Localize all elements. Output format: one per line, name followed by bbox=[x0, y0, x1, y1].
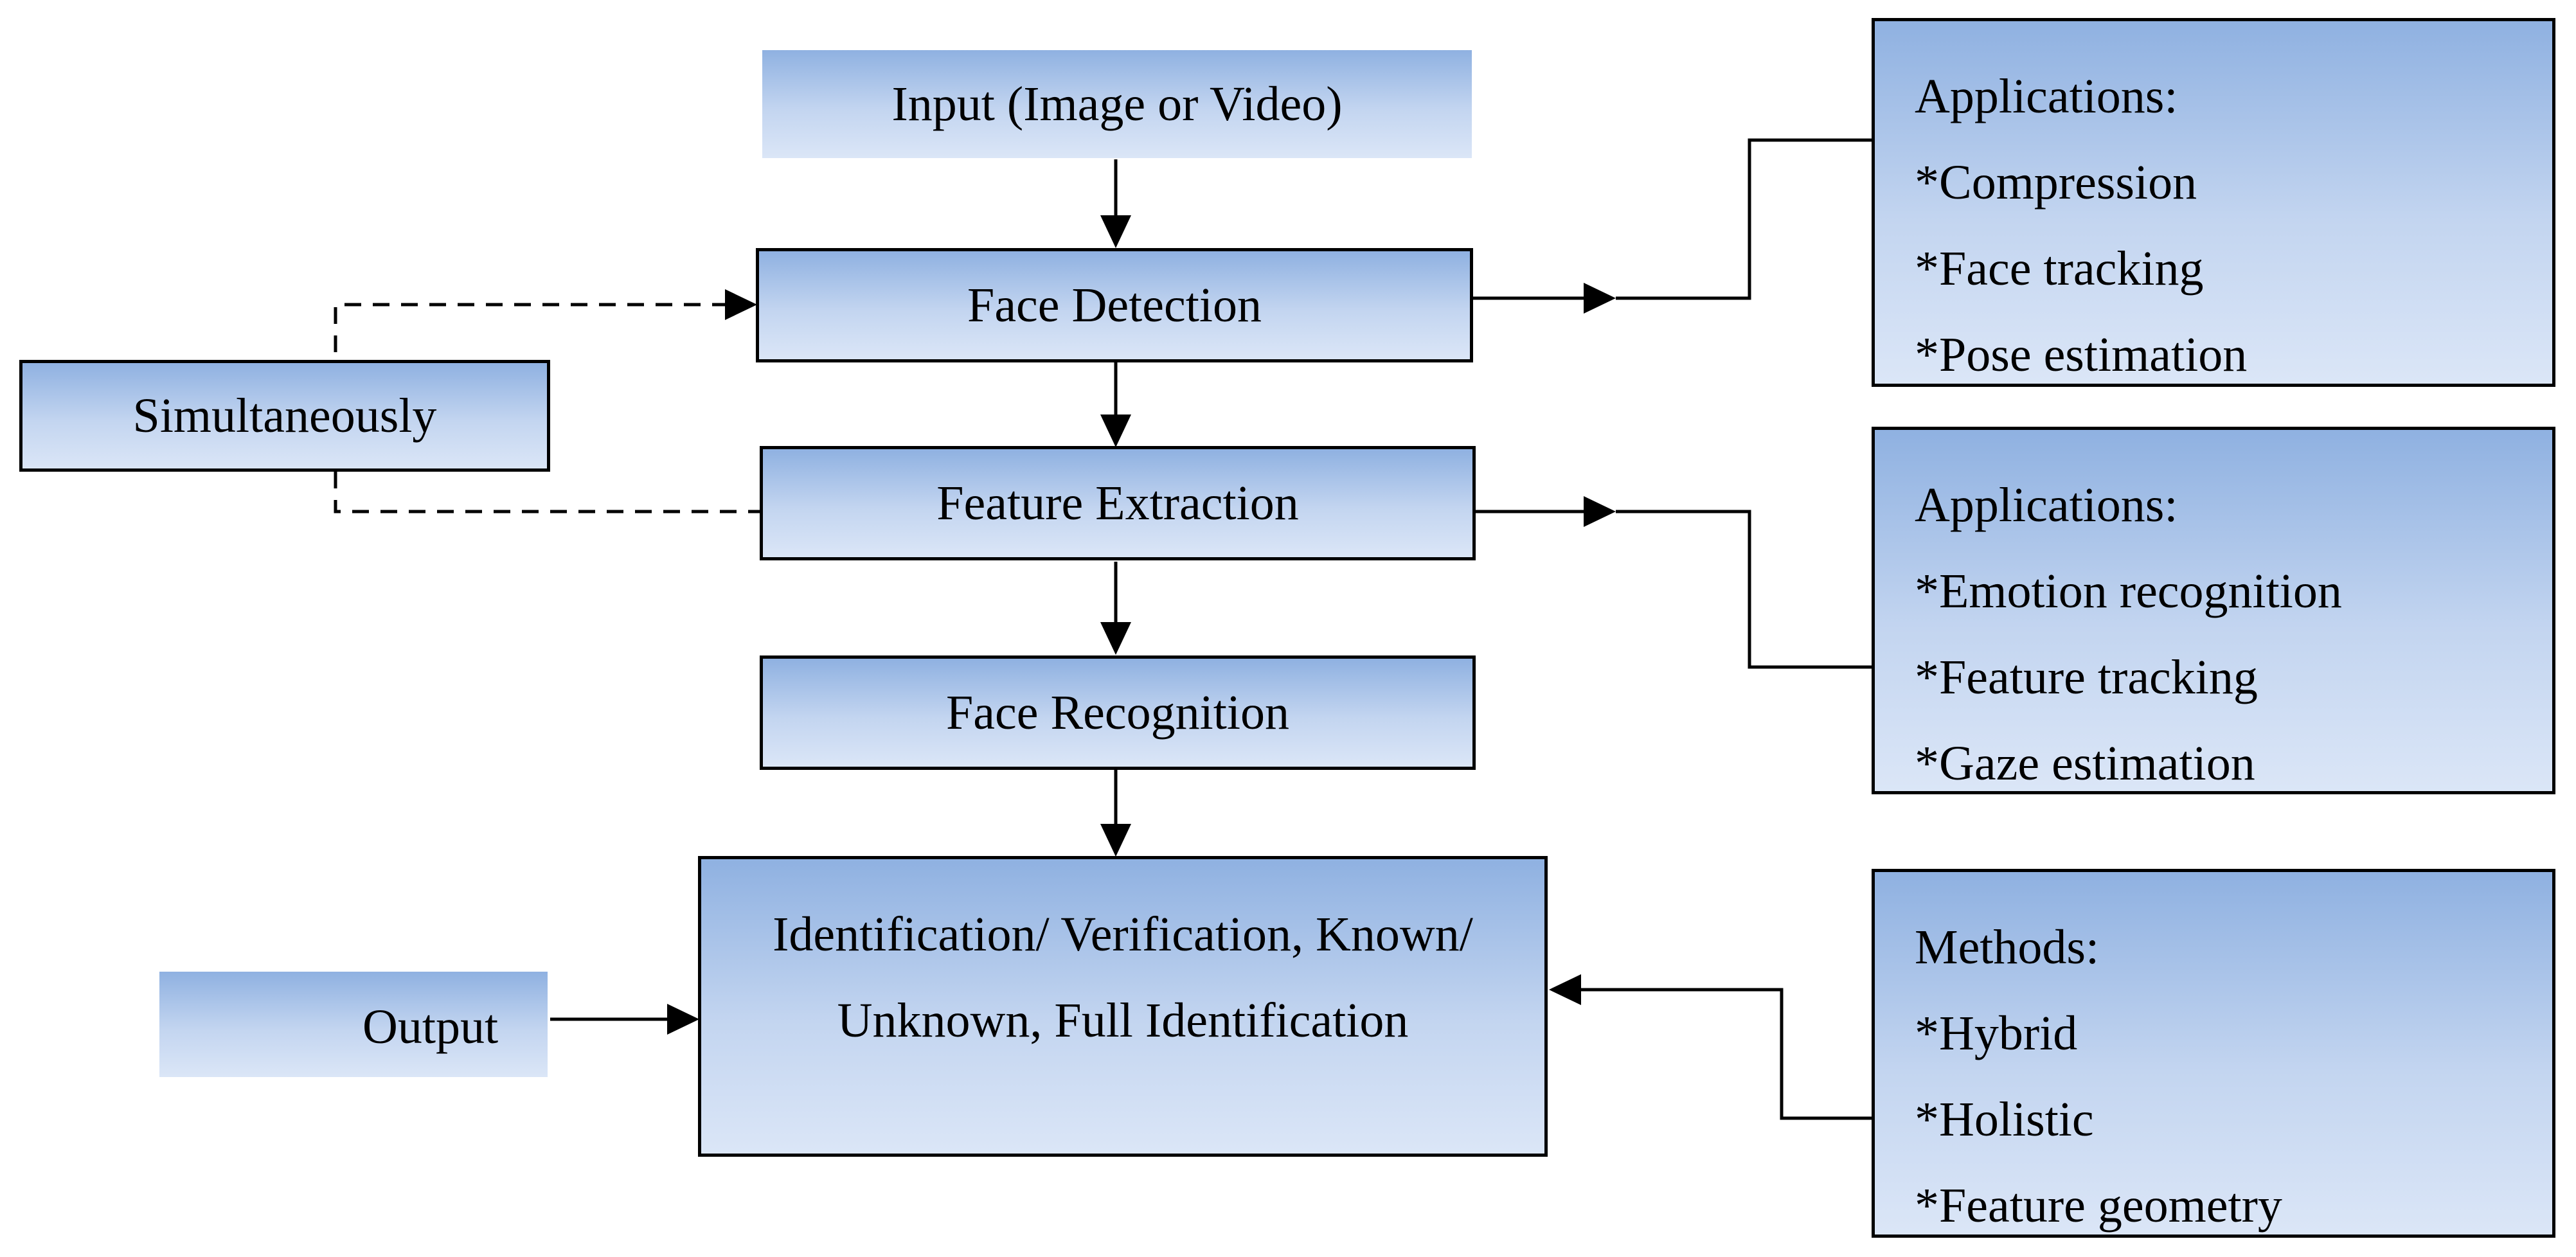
connector-methods-identification bbox=[1581, 988, 1872, 1120]
identification-box: Identification/ Verification, Known/ Unk… bbox=[698, 856, 1548, 1157]
list-item: *Compression bbox=[1915, 156, 2197, 209]
feature-extraction-box: Feature Extraction bbox=[760, 446, 1476, 560]
arrowhead-identification bbox=[1100, 824, 1131, 857]
face-recognition-label: Face Recognition bbox=[946, 686, 1289, 740]
arrowhead-extraction bbox=[1100, 415, 1131, 447]
face-detection-label: Face Detection bbox=[967, 278, 1262, 332]
simultaneously-box: Simultaneously bbox=[19, 360, 550, 472]
extraction-applications-panel: Applications: *Emotion recognition *Feat… bbox=[1872, 427, 2555, 794]
recognition-methods-panel: Methods: *Hybrid *Holistic *Feature geom… bbox=[1872, 869, 2555, 1238]
face-detection-box: Face Detection bbox=[756, 248, 1473, 362]
list-item: *Gaze estimation bbox=[1915, 736, 2255, 790]
identification-line-1: Identification/ Verification, Known/ bbox=[773, 907, 1473, 961]
list-item: *Feature geometry bbox=[1915, 1179, 2282, 1233]
simultaneously-label: Simultaneously bbox=[132, 389, 437, 443]
panel-heading: Applications: bbox=[1915, 478, 2178, 532]
input-label: Input (Image or Video) bbox=[891, 77, 1343, 131]
list-item: *Holistic bbox=[1915, 1092, 2094, 1146]
list-item: *Face tracking bbox=[1915, 242, 2204, 296]
dashed-link-to-detection bbox=[334, 303, 725, 352]
face-recognition-box: Face Recognition bbox=[760, 655, 1476, 770]
dashed-link-to-extraction bbox=[334, 472, 760, 513]
list-item: *Pose estimation bbox=[1915, 328, 2248, 382]
arrowhead-dashed-detection bbox=[725, 289, 757, 320]
output-label: Output bbox=[362, 1000, 499, 1054]
detection-applications-panel: Applications: *Compression *Face trackin… bbox=[1872, 18, 2555, 387]
input-box: Input (Image or Video) bbox=[762, 50, 1472, 158]
list-item: *Hybrid bbox=[1915, 1006, 2078, 1060]
output-box: Output bbox=[159, 972, 548, 1077]
arrowhead-extraction-apps bbox=[1584, 496, 1616, 527]
connector-detection-apps bbox=[1616, 138, 1872, 300]
arrowhead-detection-apps bbox=[1584, 283, 1616, 314]
panel-heading: Methods: bbox=[1915, 920, 2100, 974]
identification-line-2: Unknown, Full Identification bbox=[837, 994, 1409, 1048]
feature-extraction-label: Feature Extraction bbox=[936, 476, 1299, 530]
connector-extraction-apps bbox=[1616, 510, 1872, 669]
arrowhead-output bbox=[667, 1004, 699, 1035]
panel-heading: Applications: bbox=[1915, 69, 2178, 123]
list-item: *Feature tracking bbox=[1915, 650, 2258, 704]
arrowhead-detection bbox=[1100, 215, 1131, 248]
list-item: *Emotion recognition bbox=[1915, 564, 2342, 618]
arrowhead-methods-identification bbox=[1549, 974, 1581, 1005]
arrowhead-recognition bbox=[1100, 622, 1131, 655]
